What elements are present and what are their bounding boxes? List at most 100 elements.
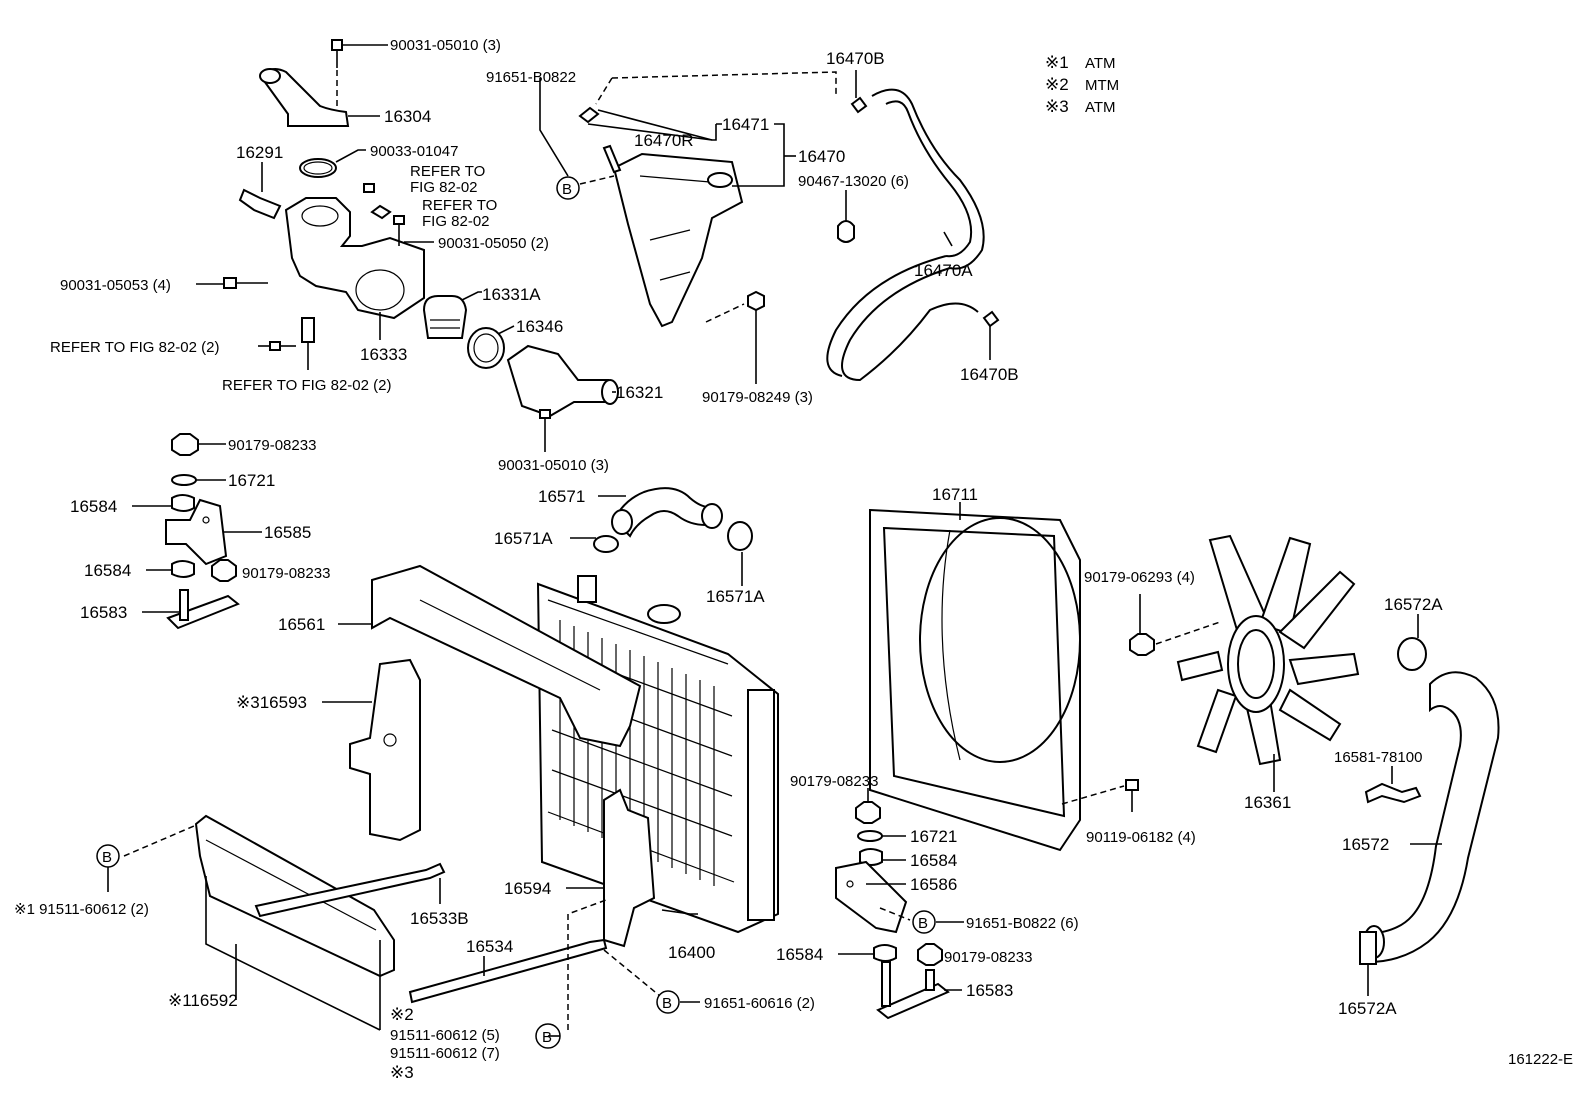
- bracket-16586: [835, 860, 908, 934]
- bracket-16585: [165, 498, 228, 566]
- support-hole: [383, 733, 397, 747]
- overflow-hose-16470A: [871, 88, 985, 270]
- label-16583-b: 16583: [966, 981, 1013, 1000]
- label-16471: 16471: [722, 115, 769, 134]
- rod-16533B: [254, 862, 446, 918]
- leader-line: [943, 231, 953, 247]
- cushion-icon: [171, 494, 195, 512]
- bracket-line: [712, 123, 722, 141]
- dashed-leader: [603, 949, 661, 997]
- nut-icon: [1129, 633, 1155, 656]
- label-16321: 16321: [616, 383, 663, 402]
- label-16346: 16346: [516, 317, 563, 336]
- overflow-hose-lower: [841, 267, 979, 382]
- rod-16534: [408, 938, 608, 1004]
- upper-hose-group: [570, 487, 753, 586]
- label-90031-05053: 90031-05053 (4): [60, 277, 171, 294]
- label-91511-60612-5: 91511-60612 (5): [390, 1027, 500, 1044]
- label-90031-05010-mid: 90031-05010 (3): [498, 457, 609, 474]
- seal-crease: [205, 839, 377, 931]
- reservoir-group: [539, 70, 1000, 384]
- fan-shroud-16711: [869, 508, 1081, 852]
- nut-icon: [855, 801, 881, 824]
- label-90119-06182: 90119-06182 (4): [1086, 829, 1196, 846]
- label-16572A-top: 16572A: [1384, 595, 1443, 614]
- label-16583-a: 16583: [80, 603, 127, 622]
- clamp-icon: [1364, 782, 1422, 804]
- label-16571: 16571: [538, 487, 585, 506]
- label-16470R: 16470R: [634, 131, 694, 150]
- label-16333: 16333: [360, 345, 407, 364]
- tank-ribs: [639, 175, 711, 281]
- stud-icon: [179, 589, 189, 621]
- overflow-hose-inner: [885, 100, 973, 258]
- label-16571A-b: 16571A: [706, 587, 765, 606]
- label-16470B-bot: 16470B: [960, 365, 1019, 384]
- callout-b-letter: B: [562, 181, 572, 198]
- label-16561: 16561: [278, 615, 325, 634]
- label-16721-b: 16721: [910, 827, 957, 846]
- water-inlet-16321: [506, 344, 609, 418]
- bolt-icon: [393, 215, 405, 225]
- nut-icon: [211, 559, 237, 582]
- label-16584-d: 16584: [776, 945, 823, 964]
- support-rib: [419, 599, 601, 691]
- shroud-group: [869, 502, 1081, 852]
- label-16400: 16400: [668, 943, 715, 962]
- label-16331A: 16331A: [482, 285, 541, 304]
- callout-b-letter: B: [662, 995, 672, 1012]
- lower-hose-group: [1359, 614, 1500, 996]
- lower-support-16594: [603, 788, 656, 948]
- radiator-side-bracket: [747, 689, 775, 921]
- shroud-contour: [941, 529, 961, 761]
- bolt-icon: [363, 183, 375, 193]
- radiator-group: [322, 564, 779, 948]
- legend-mark-1: ※1: [1045, 53, 1069, 72]
- radiator-cap: [647, 604, 681, 624]
- label-91511-60612-7: 91511-60612 (7): [390, 1045, 500, 1062]
- o-ring-inner: [303, 161, 333, 175]
- support-16583: [876, 982, 950, 1020]
- lower-left-group: [107, 814, 661, 1031]
- dashed-leader: [879, 907, 911, 921]
- cooling-fan-16361: [1176, 534, 1360, 766]
- label-refer-c: REFER TO FIG 82-02 (2): [50, 339, 220, 356]
- leader-line: [335, 149, 366, 163]
- reservoir-tank-16470: [612, 152, 744, 328]
- label-90033-01047: 90033-01047: [370, 143, 458, 160]
- label-refer-d: REFER TO FIG 82-02 (2): [222, 377, 392, 394]
- inlet-port: [601, 379, 619, 405]
- clamp-icon: [850, 96, 868, 114]
- clip-icon: [301, 317, 315, 343]
- label-16586: 16586: [910, 875, 957, 894]
- bolt-icon: [223, 277, 237, 289]
- clip-icon: [578, 106, 600, 124]
- dashed-leader: [123, 825, 195, 857]
- side-support-316593: [349, 658, 421, 842]
- label-16571A-a: 16571A: [494, 529, 553, 548]
- figure-code: 161222-E: [1508, 1051, 1573, 1068]
- dashed-leader: [579, 175, 615, 185]
- bolt-icon: [331, 39, 343, 51]
- label-16584-a: 16584: [70, 497, 117, 516]
- housing-port: [301, 205, 339, 227]
- lower-hose-16572: [1367, 671, 1500, 964]
- label-90031-05010-top: 90031-05010 (3): [390, 37, 501, 54]
- part-labels: 90031-05010 (3) 16304 16291 90033-01047 …: [14, 37, 1443, 1082]
- label-90031-05050: 90031-05050 (2): [438, 235, 549, 252]
- label-90467-13020: 90467-13020 (6): [798, 173, 909, 190]
- left-mount-group: [132, 433, 262, 630]
- legend: ※1 ATM ※2 MTM ※3 ATM: [1045, 53, 1119, 116]
- water-outlet-group: [196, 39, 619, 452]
- hose-end: [611, 509, 633, 535]
- label-90179-08233-c: 90179-08233: [790, 773, 878, 790]
- label-90179-08233-b: 90179-08233: [242, 565, 330, 582]
- bolt-icon: [269, 341, 281, 351]
- leader-line: [539, 78, 569, 177]
- label-16572: 16572: [1342, 835, 1389, 854]
- label-91651-B0822: 91651-B0822: [486, 69, 576, 86]
- stud-icon: [881, 961, 891, 1007]
- housing-flange: [355, 269, 405, 311]
- callout-b-marker: [96, 844, 120, 868]
- stud-icon: [925, 969, 935, 991]
